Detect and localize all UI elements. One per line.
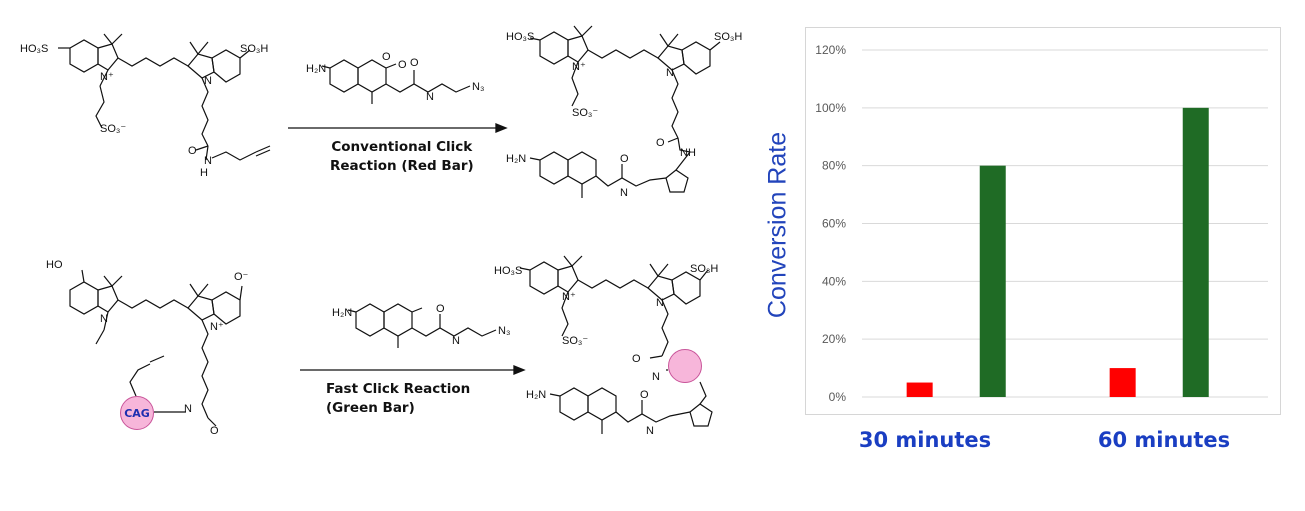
atom-label: H₂N — [526, 389, 546, 401]
atom-label: SO₃⁻ — [562, 335, 588, 347]
atom-label: O — [632, 353, 641, 365]
atom-label: O — [640, 389, 649, 401]
atom-label: O — [382, 51, 391, 63]
y-tick-label: 20% — [822, 332, 846, 346]
atom-label: N — [204, 155, 212, 167]
atom-label: O — [410, 57, 419, 69]
atom-label: H — [200, 167, 208, 179]
x-category-label: 30 minutes — [858, 428, 992, 452]
chart-plot: 0% 20% 40% 60% 80% 100% 120% — [815, 43, 1268, 404]
atom-label: N₃ — [472, 81, 484, 93]
y-tick-label: 100% — [815, 101, 846, 115]
atom-label: O — [188, 145, 197, 157]
atom-label: N⁺ — [572, 61, 586, 73]
atom-label: N — [452, 335, 460, 347]
bar-fast — [1182, 107, 1209, 397]
atom-label: NH — [680, 147, 696, 159]
y-tick-label: 40% — [822, 274, 846, 288]
atom-label: H₂N — [506, 153, 526, 165]
reaction-label-conventional: Conventional Click Reaction (Red Bar) — [330, 139, 474, 174]
atom-label: SO₃H — [240, 43, 268, 55]
atom-label: N₃ — [498, 325, 510, 337]
atom-label: N — [426, 91, 434, 103]
atom-label: N — [652, 371, 660, 383]
cag-ligand-circle — [668, 349, 702, 383]
atom-label: HO₃S — [20, 43, 48, 55]
atom-label: N — [204, 75, 212, 87]
atom-label: SO₃⁻ — [572, 107, 598, 119]
atom-label: N — [666, 67, 674, 79]
atom-label: HO₃S — [506, 31, 534, 43]
y-tick-label: 120% — [815, 43, 846, 57]
atom-label: HO₃S — [494, 265, 522, 277]
y-tick-label: 60% — [822, 217, 846, 231]
reaction-scheme: HO₃S SO₃H N⁺ N SO₃⁻ O N H H₂N O O O N N₃… — [20, 25, 742, 437]
atom-label: H₂N — [332, 307, 352, 319]
cag-ligand-badge: CAG — [120, 396, 154, 430]
atom-label: O — [210, 425, 219, 437]
atom-label: SO₃H — [690, 263, 718, 275]
atom-label: O — [656, 137, 665, 149]
conversion-rate-chart: 0% 20% 40% 60% 80% 100% 120% — [805, 27, 1281, 415]
bar-conventional — [1109, 368, 1136, 397]
atom-label: N⁺ — [562, 291, 576, 303]
atom-label: N — [620, 187, 628, 199]
atom-label: N — [100, 313, 108, 325]
atom-label: SO₃H — [714, 31, 742, 43]
atom-label: N⁺ — [100, 71, 114, 83]
atom-label: H₂N — [306, 63, 326, 75]
atom-label: O — [620, 153, 629, 165]
y-tick-label: 0% — [829, 390, 847, 404]
atom-label: O — [436, 303, 445, 315]
y-tick-label: 80% — [822, 159, 846, 173]
atom-label: O — [398, 59, 407, 71]
x-category-label: 60 minutes — [1097, 428, 1231, 452]
atom-label: N — [184, 403, 192, 415]
bar-fast — [979, 165, 1006, 397]
atom-label: SO₃⁻ — [100, 123, 126, 135]
atom-label: HO — [46, 259, 63, 271]
atom-label: N — [656, 297, 664, 309]
bar-conventional — [906, 382, 933, 397]
atom-label: O⁻ — [234, 271, 249, 283]
reaction-label-fast: Fast Click Reaction (Green Bar) — [326, 381, 471, 416]
atom-label: N⁺ — [210, 321, 224, 333]
reaction-scheme-drawing: HO₃S SO₃H N⁺ N SO₃⁻ O N H H₂N O O O N N₃… — [20, 25, 742, 437]
atom-label: N — [646, 425, 654, 437]
